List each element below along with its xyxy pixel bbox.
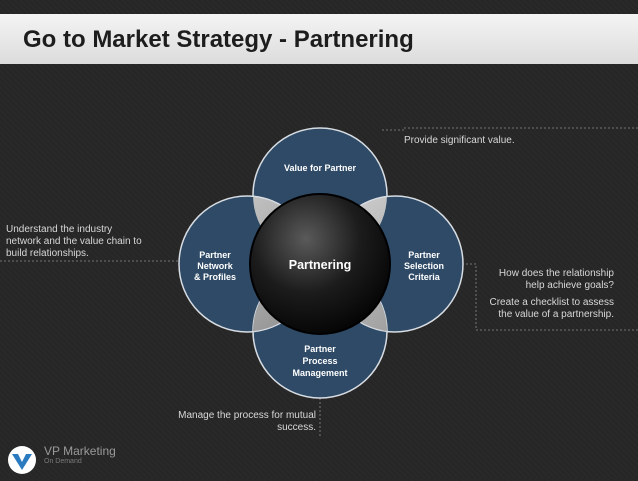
petal-right-label-2: Selection xyxy=(404,261,444,271)
annotation-right-checklist-line: the value of a partnership. xyxy=(498,309,614,320)
title-band xyxy=(0,14,638,64)
company-logo: VP Marketing On Demand xyxy=(4,440,116,476)
annotation-lines xyxy=(0,127,638,436)
annotation-right-question: How does the relationship help achieve g… xyxy=(478,268,614,292)
annotation-bottom-line: Manage the process for mutual xyxy=(178,410,316,421)
annotation-left-line: Understand the industry xyxy=(6,224,113,235)
petal-right-label-1: Partner xyxy=(408,250,440,260)
logo-name: VP Marketing xyxy=(44,444,116,458)
page-title: Go to Market Strategy - Partnering xyxy=(23,26,414,53)
annotation-top-right: Provide significant value. xyxy=(404,135,544,147)
petal-bottom-label-1: Partner xyxy=(304,344,336,354)
petal-right-label-3: Criteria xyxy=(408,272,441,282)
petal-left-label-2: Network xyxy=(197,261,234,271)
petal-top-label: Value for Partner xyxy=(284,163,357,173)
annotation-left-line: network and the value chain to xyxy=(6,236,142,247)
center-label: Partnering xyxy=(289,258,352,272)
logo-mark-icon xyxy=(8,446,36,474)
petal-left-label-3: & Profiles xyxy=(194,272,236,282)
annotation-right-question-line: help achieve goals? xyxy=(525,280,614,291)
annotation-left: Understand the industry network and the … xyxy=(6,224,156,260)
annotation-left-line: build relationships. xyxy=(6,248,89,259)
annotation-right-checklist: Create a checklist to assess the value o… xyxy=(478,297,615,321)
petal-bottom-label-3: Management xyxy=(292,368,347,378)
annotation-right-question-line: How does the relationship xyxy=(498,268,614,279)
annotation-right-checklist-line: Create a checklist to assess xyxy=(489,297,615,308)
petal-left-label-1: Partner xyxy=(199,250,231,260)
center-circle[interactable] xyxy=(249,193,391,335)
petal-bottom-label-2: Process xyxy=(302,356,337,366)
annotation-bottom: Manage the process for mutual success. xyxy=(160,410,316,434)
logo-subtitle: On Demand xyxy=(44,458,82,465)
annotation-top-right-text: Provide significant value. xyxy=(404,135,515,146)
annotation-bottom-line: success. xyxy=(277,422,316,433)
